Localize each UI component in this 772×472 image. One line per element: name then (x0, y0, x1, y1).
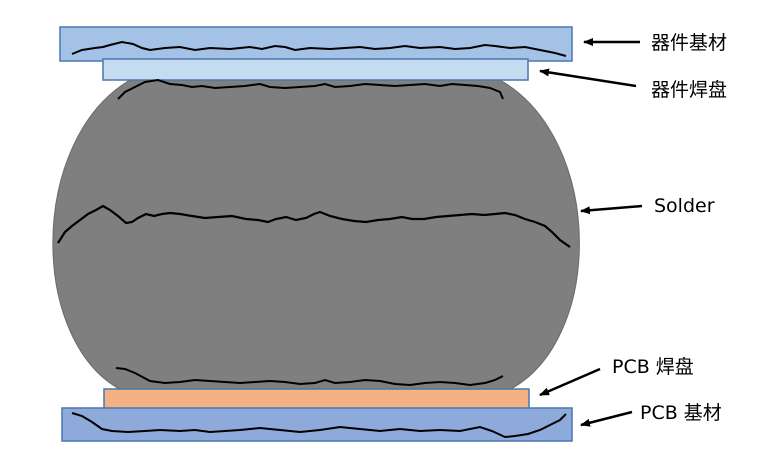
crack-pcb-substrate (71, 412, 567, 439)
label-pcb-pad: PCB 焊盘 (612, 356, 694, 378)
crack-device-substrate (71, 40, 567, 57)
device-substrate (59, 26, 573, 62)
label-device-substrate: 器件基材 (651, 32, 727, 54)
label-pcb-substrate: PCB 基材 (640, 402, 722, 424)
arrow-solder (580, 204, 643, 215)
label-device-pad: 器件焊盘 (651, 79, 727, 101)
solder-ball (52, 79, 580, 393)
arrow-pcb-pad (539, 367, 601, 397)
label-solder: Solder (654, 195, 715, 217)
pcb-pad (103, 388, 530, 410)
crack-solder-middle (57, 204, 571, 248)
pcb-substrate (61, 407, 573, 442)
crack-device-pad-interface (117, 78, 504, 100)
crack-pcb-pad-interface (115, 367, 504, 387)
device-pad (102, 58, 529, 81)
arrow-device-pad (539, 68, 637, 88)
arrow-pcb-substrate (580, 410, 633, 427)
